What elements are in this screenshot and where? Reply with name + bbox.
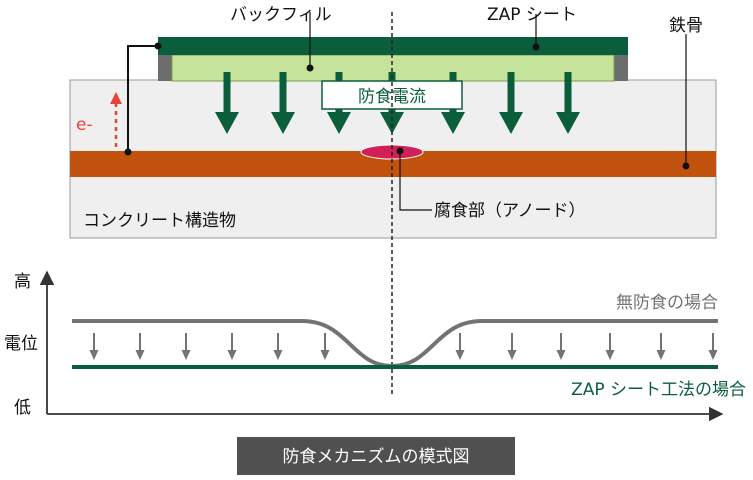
caption-box: [237, 437, 515, 475]
shift-arrow-head-7: [507, 350, 517, 360]
shift-arrow-head-10: [656, 350, 666, 360]
current-arrow-shaft-1: [279, 72, 287, 114]
connection-wire: [127, 45, 158, 152]
current-arrow-head-3: [380, 112, 404, 134]
zap-sheet-label: ZAP シート: [487, 5, 577, 25]
zap-curve-label: ZAP シート工法の場合: [571, 380, 746, 400]
shift-arrow-head-5: [320, 350, 330, 360]
backfill-label: バックフィル: [230, 5, 332, 25]
wire-terminal-top: [154, 42, 162, 50]
sheet-anchor-left: [158, 55, 172, 81]
zap-sheet: [158, 37, 628, 55]
current-arrow-head-0: [215, 112, 239, 134]
current-arrow-head-2: [327, 112, 351, 134]
electron-arrow-head: [110, 92, 122, 104]
electron-label: e-: [76, 115, 93, 135]
axis-low-label: 低: [14, 398, 31, 418]
anode-leader: [399, 151, 432, 211]
potential-shift-arrows: [89, 333, 718, 360]
protective-current-arrows: [215, 72, 580, 134]
current-arrow-head-1: [271, 112, 295, 134]
concrete-label: コンクリート構造物: [83, 211, 236, 231]
shift-arrow-head-6: [455, 350, 465, 360]
zap-leader-dot: [532, 43, 540, 51]
anode-label: 腐食部（アノード）: [434, 201, 585, 221]
shift-arrow-head-4: [273, 350, 283, 360]
anode-leader-dot: [396, 147, 404, 155]
shift-arrow-head-2: [181, 350, 191, 360]
current-arrow-shaft-0: [223, 72, 231, 114]
unprotected-curve-label: 無防食の場合: [616, 293, 718, 313]
current-arrow-head-6: [556, 112, 580, 134]
current-arrow-head-5: [499, 112, 523, 134]
shift-arrow-head-0: [89, 350, 99, 360]
shift-arrow-head-11: [708, 350, 718, 360]
wire-terminal-bottom: [124, 148, 132, 156]
current-arrow-head-4: [441, 112, 465, 134]
axis-potential-label: 電位: [4, 334, 38, 354]
backfill-leader-dot: [306, 64, 314, 72]
caption: 防食メカニズムの模式図: [283, 447, 470, 467]
axis-high-label: 高: [14, 272, 31, 292]
steel-label: 鉄骨: [669, 16, 703, 36]
unprotected-potential-curve: [72, 319, 718, 369]
current-arrow-shaft-5: [507, 72, 515, 114]
shift-arrow-head-1: [135, 350, 145, 360]
shift-arrow-head-9: [605, 350, 615, 360]
current-arrow-shaft-6: [564, 72, 572, 114]
sheet-anchor-right: [614, 55, 628, 81]
shift-arrow-head-8: [556, 350, 566, 360]
shift-arrow-head-3: [227, 350, 237, 360]
steel-leader-dot: [682, 162, 690, 170]
